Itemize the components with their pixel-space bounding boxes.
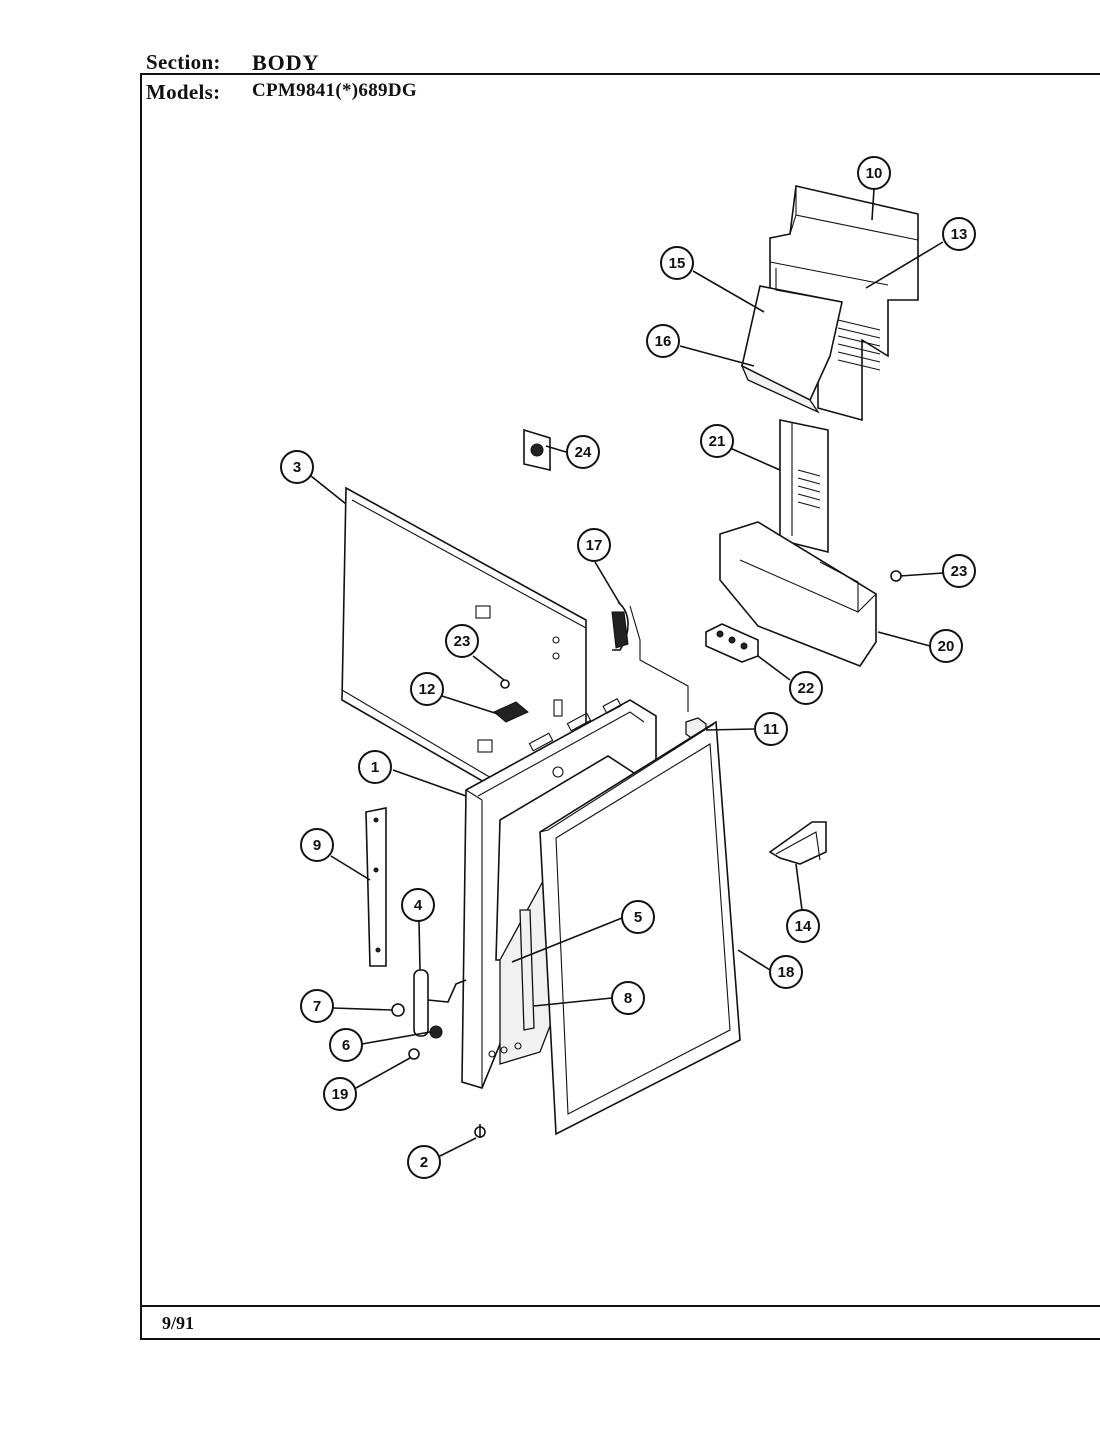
callout-6: 6 [329, 1028, 363, 1062]
svg-text:3: 3 [293, 459, 301, 476]
latch [413, 969, 467, 1037]
section-value: BODY [252, 50, 320, 75]
section-label: Section: [146, 50, 221, 74]
callout-14: 14 [786, 909, 820, 943]
callout-5: 5 [621, 900, 655, 934]
svg-text:13: 13 [951, 226, 968, 243]
svg-text:22: 22 [798, 680, 815, 697]
callout-15: 15 [660, 246, 694, 280]
screw-23-lower [500, 679, 510, 689]
callout-7: 7 [300, 989, 334, 1023]
callout-19: 19 [323, 1077, 357, 1111]
svg-text:4: 4 [414, 897, 423, 914]
svg-text:19: 19 [332, 1086, 349, 1103]
models-value: CPM9841(*)689DG [252, 80, 417, 101]
switch-12 [493, 701, 529, 723]
callout-4: 4 [401, 888, 435, 922]
terminal-block [705, 623, 759, 663]
svg-text:7: 7 [313, 998, 321, 1015]
svg-text:17: 17 [586, 537, 603, 554]
callout-23-lower: 23 [445, 624, 479, 658]
hinge-strip [365, 807, 387, 967]
callout-9: 9 [300, 828, 334, 862]
screw-7 [391, 1003, 405, 1017]
callout-3: 3 [280, 450, 314, 484]
header-top-rule [140, 73, 1100, 75]
callout-18: 18 [769, 955, 803, 989]
callout-12: 12 [410, 672, 444, 706]
air-guide [740, 268, 843, 414]
washer-6 [429, 1025, 443, 1039]
leader-lines [310, 188, 944, 1157]
svg-text:15: 15 [669, 255, 686, 272]
wire-harness [611, 601, 689, 712]
callout-23-upper: 23 [942, 554, 976, 588]
svg-text:9: 9 [313, 837, 321, 854]
frame-left-rule [140, 75, 142, 1340]
callout-17: 17 [577, 528, 611, 562]
callout-21: 21 [700, 424, 734, 458]
svg-text:11: 11 [763, 721, 779, 738]
callout-10: 10 [857, 156, 891, 190]
screw-19 [408, 1048, 420, 1060]
svg-text:8: 8 [624, 990, 632, 1007]
revision-date: 9/91 [162, 1313, 195, 1333]
footer-rule [140, 1305, 1100, 1307]
base-tray [719, 521, 877, 667]
callout-1: 1 [358, 750, 392, 784]
svg-text:5: 5 [634, 909, 642, 926]
callout-2: 2 [407, 1145, 441, 1179]
svg-text:1: 1 [371, 759, 379, 776]
screw-2 [474, 1124, 486, 1138]
svg-text:12: 12 [419, 681, 436, 698]
svg-text:16: 16 [655, 333, 672, 350]
svg-text:21: 21 [709, 433, 726, 450]
svg-text:24: 24 [575, 444, 592, 461]
rear-duct-panel [769, 185, 919, 422]
bracket-14 [768, 821, 827, 865]
svg-text:6: 6 [342, 1037, 350, 1054]
callout-8: 8 [611, 981, 645, 1015]
svg-text:14: 14 [795, 918, 812, 935]
small-bracket-24 [523, 428, 551, 472]
svg-text:18: 18 [778, 964, 795, 981]
models-label: Models: [146, 80, 221, 104]
callout-20: 20 [929, 629, 963, 663]
callout-24: 24 [566, 435, 600, 469]
callout-11: 11 [754, 712, 788, 746]
frame-bottom-rule [140, 1338, 1100, 1340]
screw-23-upper [890, 570, 902, 582]
svg-text:20: 20 [938, 638, 955, 655]
svg-text:10: 10 [866, 165, 883, 182]
callout-13: 13 [942, 217, 976, 251]
callout-16: 16 [646, 324, 680, 358]
svg-text:23: 23 [454, 633, 471, 650]
svg-text:2: 2 [420, 1154, 428, 1171]
vent-panel [779, 419, 829, 554]
svg-text:23: 23 [951, 563, 968, 580]
callout-22: 22 [789, 671, 823, 705]
